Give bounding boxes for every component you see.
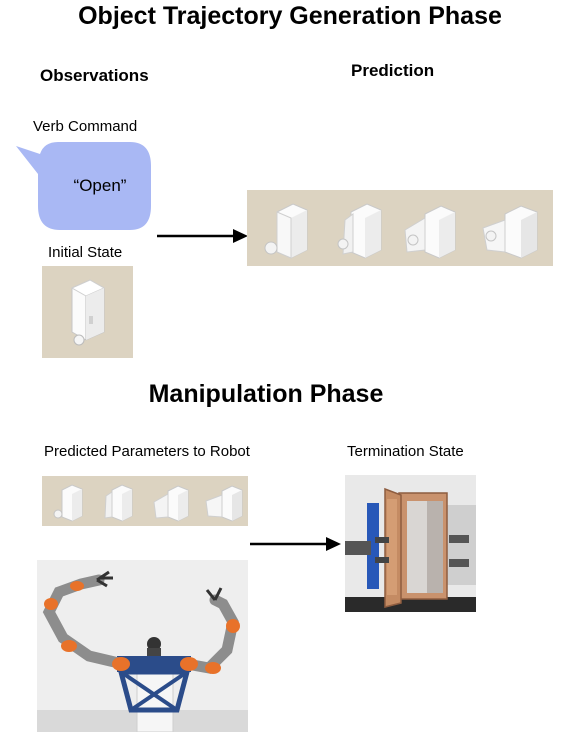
predicted-parameters-strip: [42, 476, 248, 526]
speech-bubble: [16, 142, 151, 230]
termination-state-photo: [345, 475, 476, 612]
prediction-image-strip: [247, 190, 553, 266]
termination-state-label: Termination State: [347, 443, 464, 460]
robot-photo: [37, 560, 248, 732]
closed-cabinet-icon: [70, 279, 106, 346]
prediction-heading: Prediction: [351, 61, 435, 80]
observations-heading: Observations: [40, 66, 149, 85]
dual-arm-robot-icon: [37, 560, 248, 732]
open-cabinet-icon: [53, 484, 243, 522]
manipulation-phase-title: Manipulation Phase: [148, 380, 384, 408]
open-cabinet-icon: [345, 475, 476, 612]
trajectory-phase-title: Object Trajectory Generation Phase: [78, 2, 502, 30]
right-arrow-icon: [157, 229, 248, 243]
initial-state-image: [42, 266, 133, 358]
predicted-parameters-label: Predicted Parameters to Robot: [44, 443, 250, 460]
verb-command-label: Verb Command: [33, 118, 138, 135]
speech-text: “Open”: [73, 176, 127, 195]
right-arrow-icon: [250, 537, 341, 551]
initial-state-label: Initial State: [48, 244, 123, 261]
open-cabinet-icon: [264, 203, 538, 259]
